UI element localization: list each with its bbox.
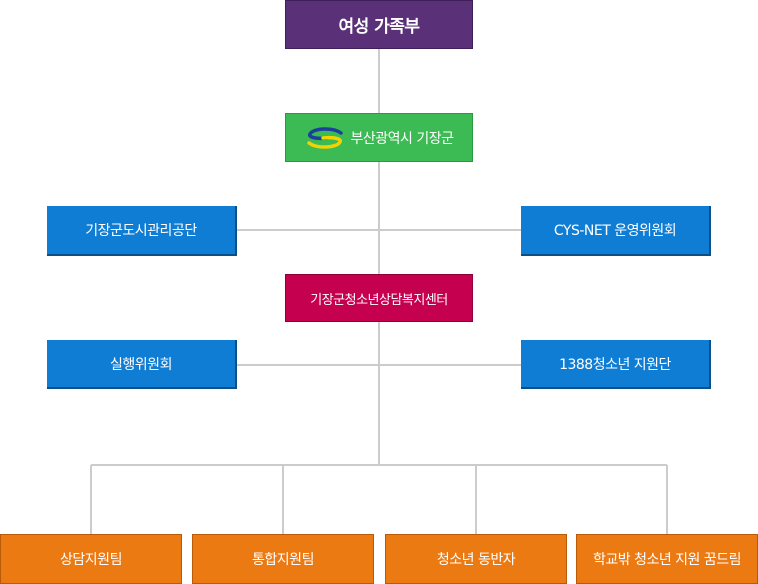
node-center: 기장군청소년상담복지센터 — [285, 274, 473, 322]
node-exec-committee: 실행위원회 — [47, 340, 237, 389]
node-team-dreamdrim: 학교밖 청소년 지원 꿈드림 — [576, 534, 758, 584]
node-county: 부산광역시 기장군 — [285, 113, 473, 162]
node-team-integrated: 통합지원팀 — [192, 534, 374, 584]
node-team-counseling: 상담지원팀 — [0, 534, 182, 584]
node-center-label: 기장군청소년상담복지센터 — [310, 292, 448, 308]
node-team-label: 청소년 동반자 — [436, 552, 516, 568]
node-ministry: 여성 가족부 — [285, 0, 473, 49]
node-county-label: 부산광역시 기장군 — [350, 130, 455, 147]
node-ministry-label: 여성 가족부 — [338, 17, 420, 37]
node-1388-support: 1388청소년 지원단 — [521, 340, 711, 389]
node-1388-support-label: 1388청소년 지원단 — [559, 356, 671, 373]
node-team-label: 상담지원팀 — [60, 552, 122, 568]
node-exec-committee-label: 실행위원회 — [110, 356, 172, 373]
node-cys-net-label: CYS-NET 운영위원회 — [553, 223, 677, 239]
node-urban-corp: 기장군도시관리공단 — [47, 206, 237, 256]
node-cys-net: CYS-NET 운영위원회 — [521, 206, 711, 256]
node-team-label: 통합지원팀 — [252, 552, 314, 568]
node-urban-corp-label: 기장군도시관리공단 — [85, 223, 197, 239]
node-team-companion: 청소년 동반자 — [385, 534, 567, 584]
node-team-label: 학교밖 청소년 지원 꿈드림 — [592, 552, 742, 568]
gijang-county-logo-icon — [306, 126, 343, 149]
